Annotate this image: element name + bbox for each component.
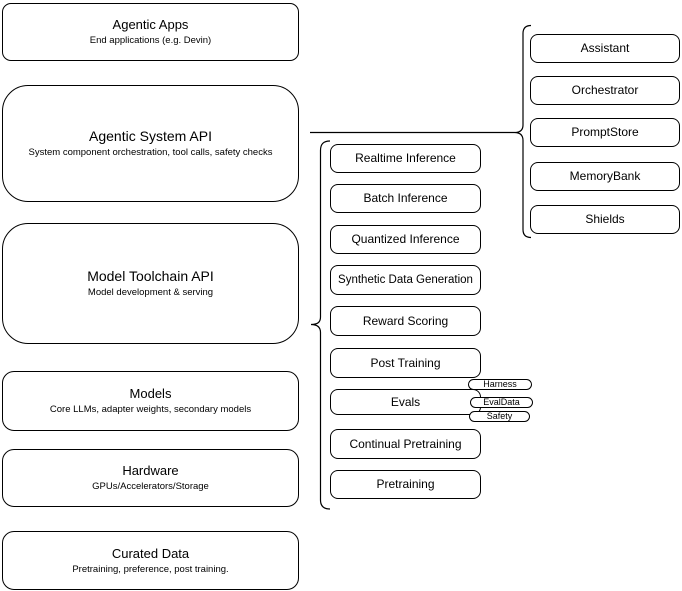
layer-box-agentic-system-api: Agentic System API System component orch… [2, 85, 299, 202]
component-label: Orchestrator [571, 83, 639, 97]
component-box-shields: Shields [530, 205, 680, 234]
layer-subtitle: GPUs/Accelerators/Storage [92, 481, 209, 492]
layer-title: Hardware [122, 463, 179, 478]
toolchain-box-reward-scoring: Reward Scoring [330, 306, 481, 336]
badge-label: Harness [483, 379, 517, 389]
component-box-assistant: Assistant [530, 34, 680, 63]
toolchain-box-synthetic-data-generation: Synthetic Data Generation [330, 265, 481, 295]
component-box-orchestrator: Orchestrator [530, 76, 680, 105]
evals-badge-harness: Harness [468, 379, 532, 390]
component-label: MemoryBank [569, 169, 641, 183]
component-label: Shields [585, 212, 625, 226]
layer-subtitle: Core LLMs, adapter weights, secondary mo… [49, 404, 252, 415]
layer-box-hardware: Hardware GPUs/Accelerators/Storage [2, 449, 299, 507]
layer-title: Agentic Apps [112, 17, 189, 32]
component-label: PromptStore [571, 125, 639, 139]
toolchain-box-quantized-inference: Quantized Inference [330, 225, 481, 254]
layer-box-curated-data: Curated Data Pretraining, preference, po… [2, 531, 299, 590]
toolchain-label: Reward Scoring [362, 313, 449, 328]
evals-badge-evaldata: EvalData [470, 397, 533, 408]
layer-subtitle: System component orchestration, tool cal… [28, 147, 273, 158]
toolchain-label: Quantized Inference [351, 232, 460, 246]
layer-box-model-toolchain-api: Model Toolchain API Model development & … [2, 223, 299, 344]
toolchain-label: Synthetic Data Generation [338, 273, 473, 286]
toolchain-label: Batch Inference [363, 191, 448, 205]
component-label: Assistant [580, 41, 630, 55]
toolchain-label: Post Training [370, 355, 441, 370]
component-box-memorybank: MemoryBank [530, 162, 680, 191]
layer-subtitle: Pretraining, preference, post training. [72, 563, 229, 575]
toolchain-label: Continual Pretraining [349, 436, 462, 451]
layer-box-agentic-apps: Agentic Apps End applications (e.g. Devi… [2, 3, 299, 61]
badge-label: Safety [486, 411, 513, 421]
evals-badge-safety: Safety [469, 411, 530, 422]
layer-title: Model Toolchain API [87, 268, 214, 284]
component-box-promptstore: PromptStore [530, 118, 680, 147]
layer-subtitle: Model development & serving [87, 287, 214, 298]
layer-subtitle: End applications (e.g. Devin) [89, 35, 212, 46]
toolchain-box-pretraining: Pretraining [330, 470, 481, 499]
layer-title: Curated Data [111, 545, 190, 561]
layer-title: Agentic System API [89, 128, 212, 144]
toolchain-brace [310, 140, 331, 510]
toolchain-box-realtime-inference: Realtime Inference [330, 144, 481, 173]
toolchain-box-post-training: Post Training [330, 348, 481, 378]
toolchain-label: Realtime Inference [355, 151, 456, 165]
toolchain-box-evals: Evals [330, 389, 481, 415]
system-components-brace [514, 24, 532, 239]
toolchain-box-batch-inference: Batch Inference [330, 184, 481, 213]
toolchain-label: Pretraining [376, 477, 435, 491]
badge-label: EvalData [483, 397, 520, 407]
toolchain-box-continual-pretraining: Continual Pretraining [330, 429, 481, 459]
toolchain-label: Evals [390, 394, 421, 409]
layer-title: Models [129, 386, 172, 401]
layer-box-models: Models Core LLMs, adapter weights, secon… [2, 371, 299, 431]
